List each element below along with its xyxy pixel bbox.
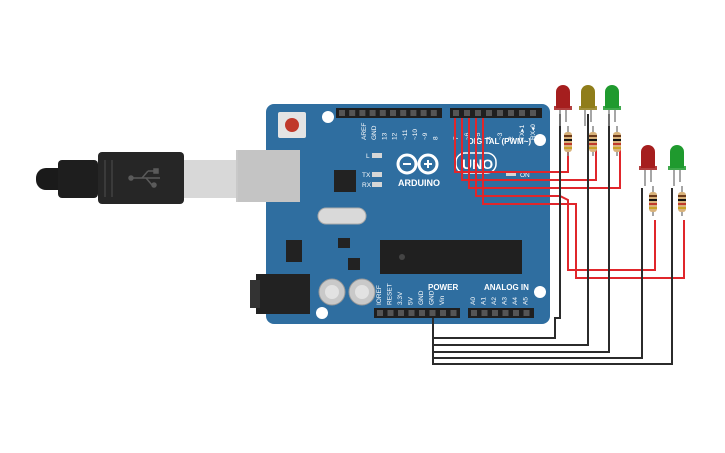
on-indicator: ON	[506, 171, 530, 179]
atmega-chip	[380, 240, 522, 274]
pin-label: 4	[486, 136, 493, 140]
led-red[interactable]	[639, 145, 657, 186]
analog-header	[468, 308, 534, 318]
digital-header-right	[450, 108, 542, 118]
led-yellow[interactable]	[579, 85, 597, 126]
small-chip	[338, 238, 350, 248]
brand-text: ARDUINO	[398, 178, 440, 188]
digital-header-label: DIGITAL (PWM~)	[468, 137, 531, 146]
pin-label: 8	[432, 136, 439, 140]
pin-label: 7	[453, 136, 460, 140]
pin-labels-right: 7 ~6 ~5 4 ~3 2 TX▸1 RX◂0	[453, 124, 537, 140]
usb-symbol-icon	[128, 168, 160, 188]
pin-label: A1	[481, 297, 488, 305]
pin-label: ~5	[475, 132, 482, 140]
pin-label: RESET	[387, 283, 394, 305]
pin-label: ~6	[464, 132, 471, 140]
pin-label: IOREF	[376, 285, 383, 305]
resistor[interactable]	[613, 126, 621, 156]
reset-button[interactable]	[278, 112, 306, 138]
header-pin-holes	[339, 110, 536, 116]
pin-label: A2	[491, 297, 498, 305]
header-pin-holes	[377, 310, 530, 316]
pin-label: TX▸1	[519, 124, 526, 140]
onboard-leds: L TX RX	[362, 153, 382, 189]
pin-label: 2	[508, 136, 515, 140]
crystal-oscillator	[317, 207, 367, 225]
resistor[interactable]	[678, 186, 686, 216]
pin-label: 12	[392, 132, 399, 140]
pin-label: ~3	[497, 132, 504, 140]
power-jack	[250, 274, 310, 314]
small-chip	[348, 258, 360, 270]
capacitor	[318, 278, 346, 306]
signal-wire[interactable]	[475, 118, 656, 271]
model-text: UNO	[462, 156, 493, 172]
pin-label: A4	[512, 297, 519, 305]
voltage-regulator	[286, 240, 302, 262]
wires	[432, 114, 685, 365]
power-label: POWER	[428, 283, 458, 292]
signal-wire[interactable]	[482, 118, 685, 279]
on-label: ON	[520, 172, 530, 179]
pin-label: A5	[523, 297, 530, 305]
pin-label: 5V	[408, 296, 415, 305]
capacitor	[348, 278, 376, 306]
pin-label: A0	[470, 297, 477, 305]
pin-label: GND	[418, 290, 425, 305]
digital-header-left	[336, 108, 442, 118]
power-header	[374, 308, 460, 318]
pin-label: GND	[429, 290, 436, 305]
usb-jack	[238, 150, 300, 202]
signal-wire[interactable]	[461, 118, 597, 181]
pin-label: ~10	[412, 129, 419, 140]
resistor[interactable]	[649, 186, 657, 216]
led-green[interactable]	[668, 145, 686, 186]
pin-label: ~9	[422, 132, 429, 140]
resistor[interactable]	[589, 126, 597, 156]
ground-wire[interactable]	[432, 188, 673, 365]
signal-wire[interactable]	[468, 118, 621, 189]
pin-label: 13	[381, 132, 388, 140]
led-red[interactable]	[554, 85, 572, 126]
pin-label: AREF	[361, 123, 368, 140]
led-label-rx: RX	[362, 182, 372, 189]
pin-label: A3	[502, 297, 509, 305]
pin-label: RX◂0	[530, 124, 537, 140]
pin-label: 3.3V	[397, 291, 404, 305]
resistor[interactable]	[564, 126, 572, 156]
pin-label: ~11	[402, 129, 409, 140]
arduino-board[interactable]: L TX RX ARDUINO UNO ON DIGITAL (PWM~) AR…	[238, 104, 550, 324]
led-label-tx: TX	[362, 172, 371, 179]
pin-label: Vin	[439, 295, 446, 305]
signal-wire[interactable]	[454, 118, 569, 173]
led-array	[554, 85, 686, 216]
led-label-l: L	[366, 153, 370, 160]
arduino-logo: ARDUINO	[396, 153, 440, 188]
analog-label: ANALOG IN	[484, 283, 529, 292]
usb-chip	[334, 170, 356, 192]
led-green[interactable]	[603, 85, 621, 126]
pin-label: GND	[371, 125, 378, 140]
